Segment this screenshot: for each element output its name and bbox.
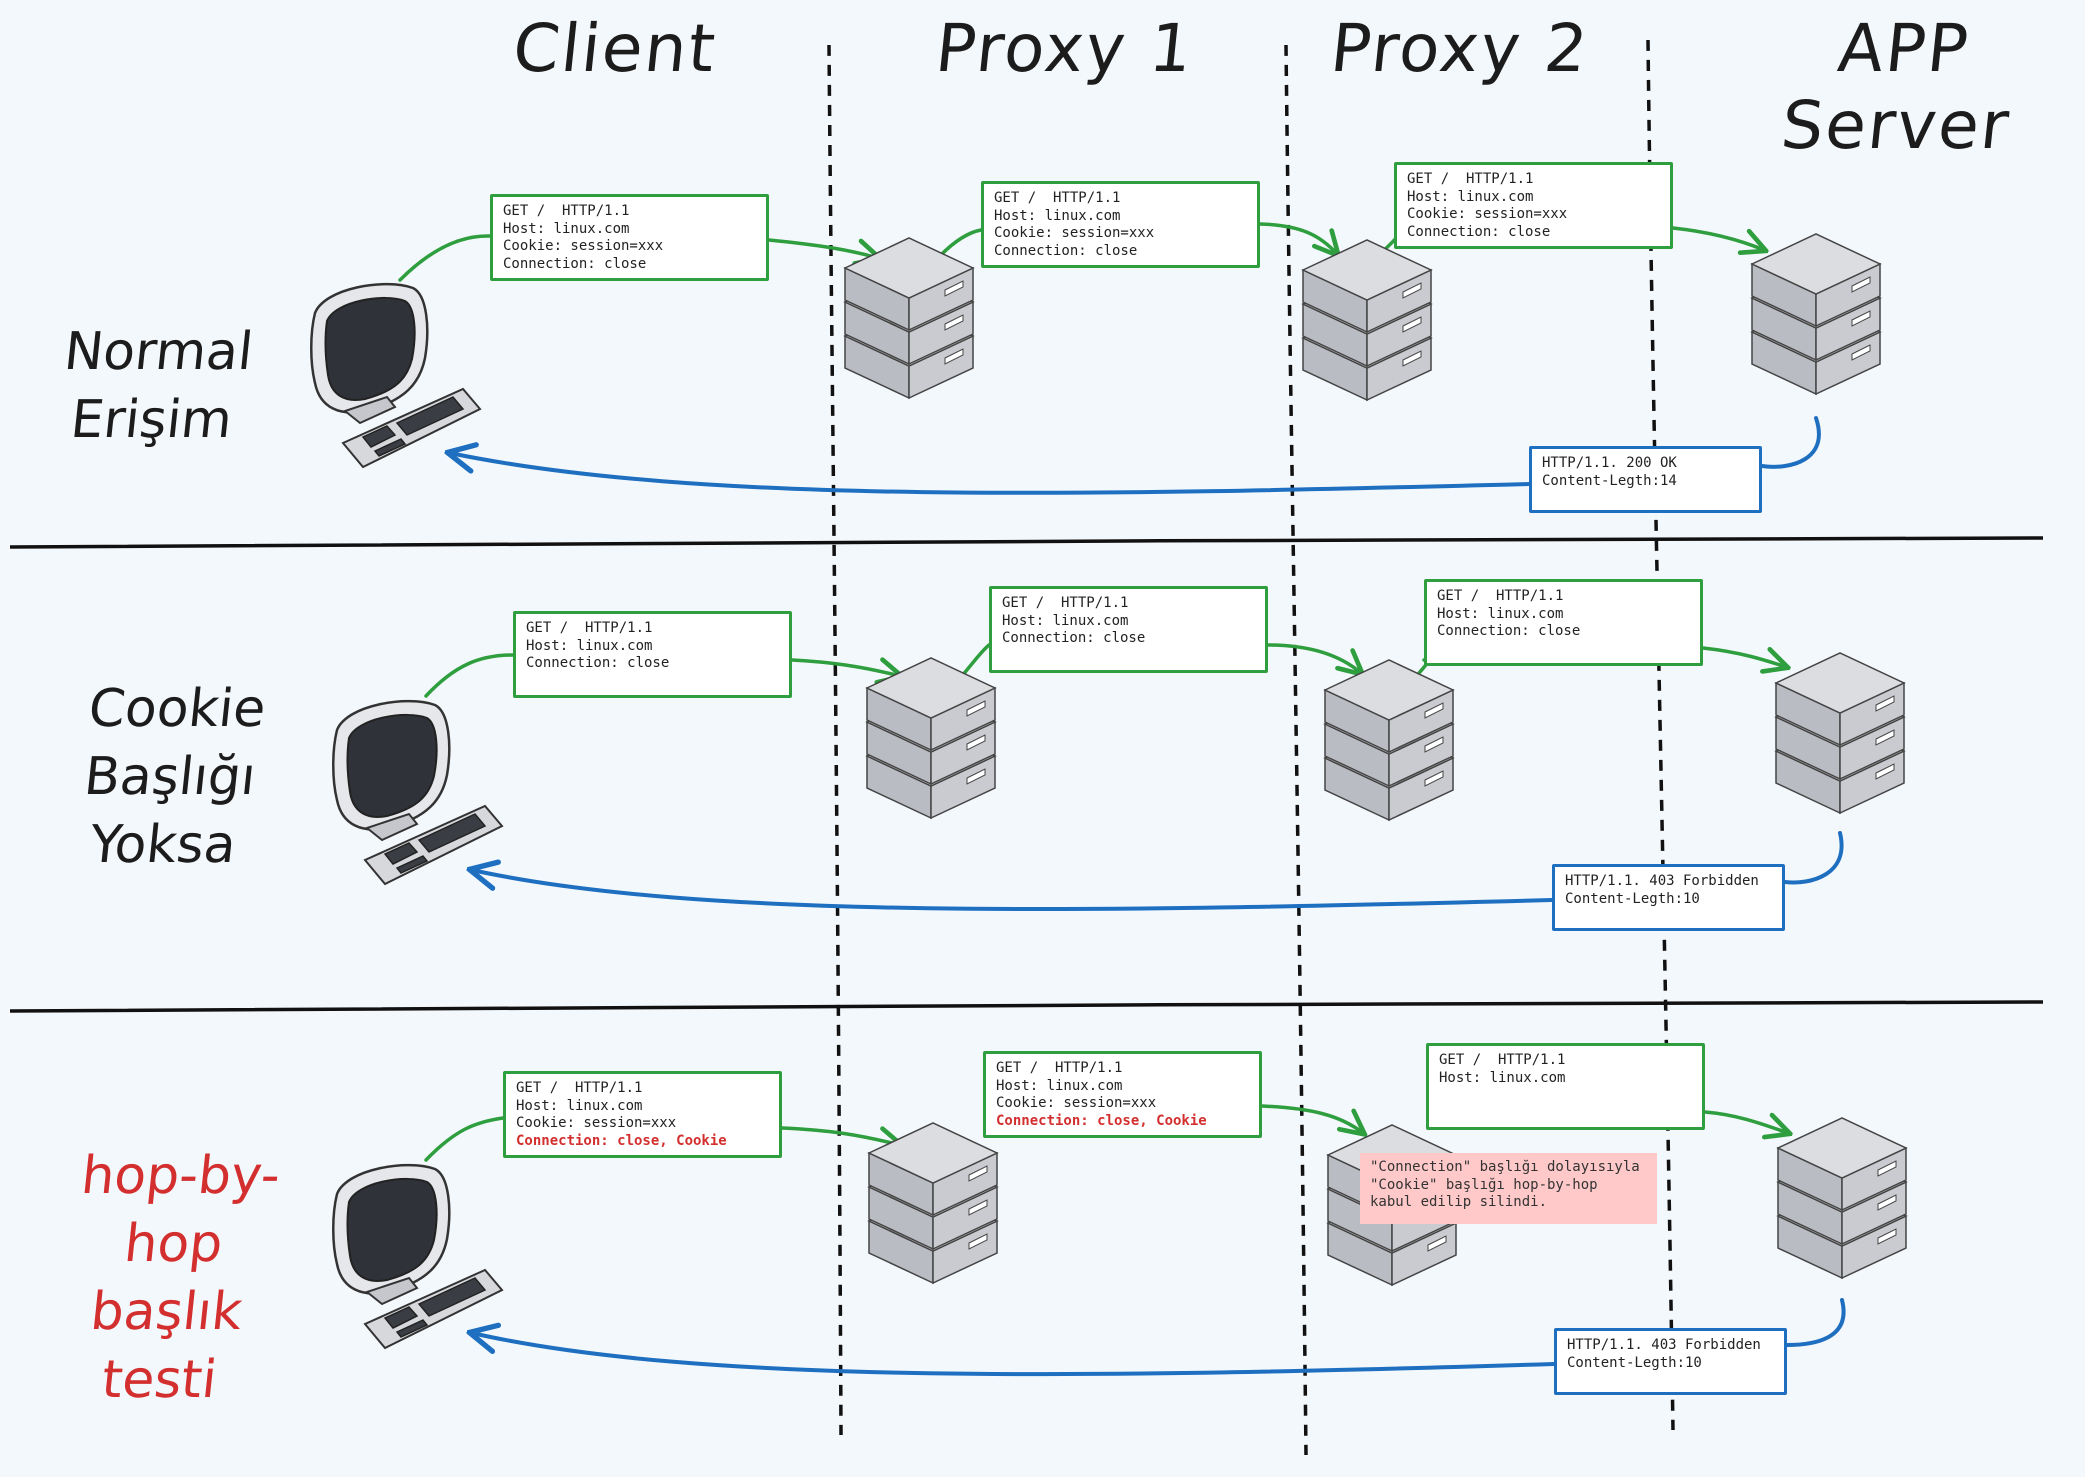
proxy2-server-icon [1323,659,1455,822]
message-line: Host: linux.com [996,1077,1123,1094]
request-arrow [1260,1104,1363,1133]
request-arrow [1703,1110,1788,1133]
message-line: Connection: close [1407,223,1551,240]
message-line: Connection: close [1002,630,1146,646]
request-arrow [767,238,878,258]
request-arrow [1266,643,1361,673]
message-line: Content-Legth:14 [1542,472,1677,489]
app-server-icon [1776,1117,1908,1280]
request-arrow [424,653,515,698]
message-line: Cookie: session=xxx [996,1095,1157,1111]
response-arrow [1760,416,1821,469]
message-line: GET / HTTP/1.1 [996,1060,1123,1076]
message-line: GET / HTTP/1.1 [994,190,1121,206]
message-line: Cookie: session=xxx [994,225,1155,241]
hop-by-hop-header-line: Connection: close, Cookie [996,1112,1207,1129]
message-line: HTTP/1.1. 403 Forbidden [1567,1337,1761,1353]
request-arrow [790,660,900,676]
message-line: Host: linux.com [503,220,630,237]
message-line: GET / HTTP/1.1 [1439,1052,1566,1068]
client-computer-icon [310,282,482,469]
message-line: GET / HTTP/1.1 [1002,595,1129,611]
column-header-client: Client [509,10,721,87]
column-divider-proxy1-proxy2 [1284,44,1308,1456]
message-line: GET / HTTP/1.1 [526,620,653,636]
message-line: Host: linux.com [516,1097,643,1114]
note-line: "Connection" başlığı dolayısıyla [1370,1159,1640,1175]
row-label-hop-by-hop: hop-by-hop başlık testi [78,1146,283,1410]
message-line: Host: linux.com [994,207,1121,224]
row-divider-1 [9,536,2044,549]
message-line: GET / HTTP/1.1 [1407,171,1534,187]
response-arrow [450,453,1531,495]
row-divider-2 [9,1000,2044,1013]
message-line: Connection: close [994,242,1138,259]
message-line: HTTP/1.1. 403 Forbidden [1565,873,1759,889]
proxy1-server-icon [843,237,975,400]
request-arrow [1671,226,1764,250]
proxy1-server-icon [865,657,997,820]
request-arrow [780,1126,900,1145]
message-line: Content-Legth:10 [1567,1354,1702,1371]
client-computer-icon [332,1163,504,1350]
column-divider-client-proxy1 [827,44,843,1436]
column-header-proxy2: Proxy 2 [1327,10,1593,87]
app-server-icon [1774,652,1906,815]
column-header-proxy1: Proxy 1 [932,10,1198,87]
request-arrow [960,643,991,678]
hop-by-hop-note: "Connection" başlığı dolayısıyla"Cookie"… [1360,1153,1657,1224]
message-line: Host: linux.com [1437,605,1564,622]
message-line: Host: linux.com [1407,188,1534,205]
message-line: Cookie: session=xxx [516,1115,677,1131]
message-line: Connection: close [526,655,670,671]
client-computer-icon [332,699,504,886]
note-line: kabul edilip silindi. [1370,1194,1548,1210]
message-line: Content-Legth:10 [1565,890,1700,907]
response-arrow [1783,831,1844,885]
response-arrow [472,1333,1556,1377]
message-line: Host: linux.com [1439,1069,1566,1086]
request-arrow [1258,222,1337,254]
response-arrow [472,870,1554,912]
message-line: Connection: close [503,255,647,272]
request-arrow [398,234,492,282]
request-arrow [424,1116,505,1162]
proxy2-server-icon [1301,239,1433,402]
message-line: Cookie: session=xxx [503,238,664,254]
app-server-icon [1750,233,1882,396]
row-label-no-cookie: Cookie Başlığı Yoksa [81,679,269,875]
message-line: HTTP/1.1. 200 OK [1542,455,1677,471]
message-line: Host: linux.com [1002,612,1129,629]
row-label-normal: Normal Erişim [61,322,256,450]
proxy1-server-icon [867,1122,999,1285]
request-arrow [1701,646,1786,667]
message-line: GET / HTTP/1.1 [503,203,630,219]
column-header-app-server: APP Server [1777,10,2015,164]
message-line: GET / HTTP/1.1 [516,1080,643,1096]
message-line: Connection: close [1437,623,1581,639]
hop-by-hop-header-line: Connection: close, Cookie [516,1132,727,1149]
response-arrow [1785,1298,1846,1347]
note-line: "Cookie" başlığı hop-by-hop [1370,1176,1598,1193]
message-line: Host: linux.com [526,637,653,654]
message-line: Cookie: session=xxx [1407,206,1568,222]
message-line: GET / HTTP/1.1 [1437,588,1564,604]
